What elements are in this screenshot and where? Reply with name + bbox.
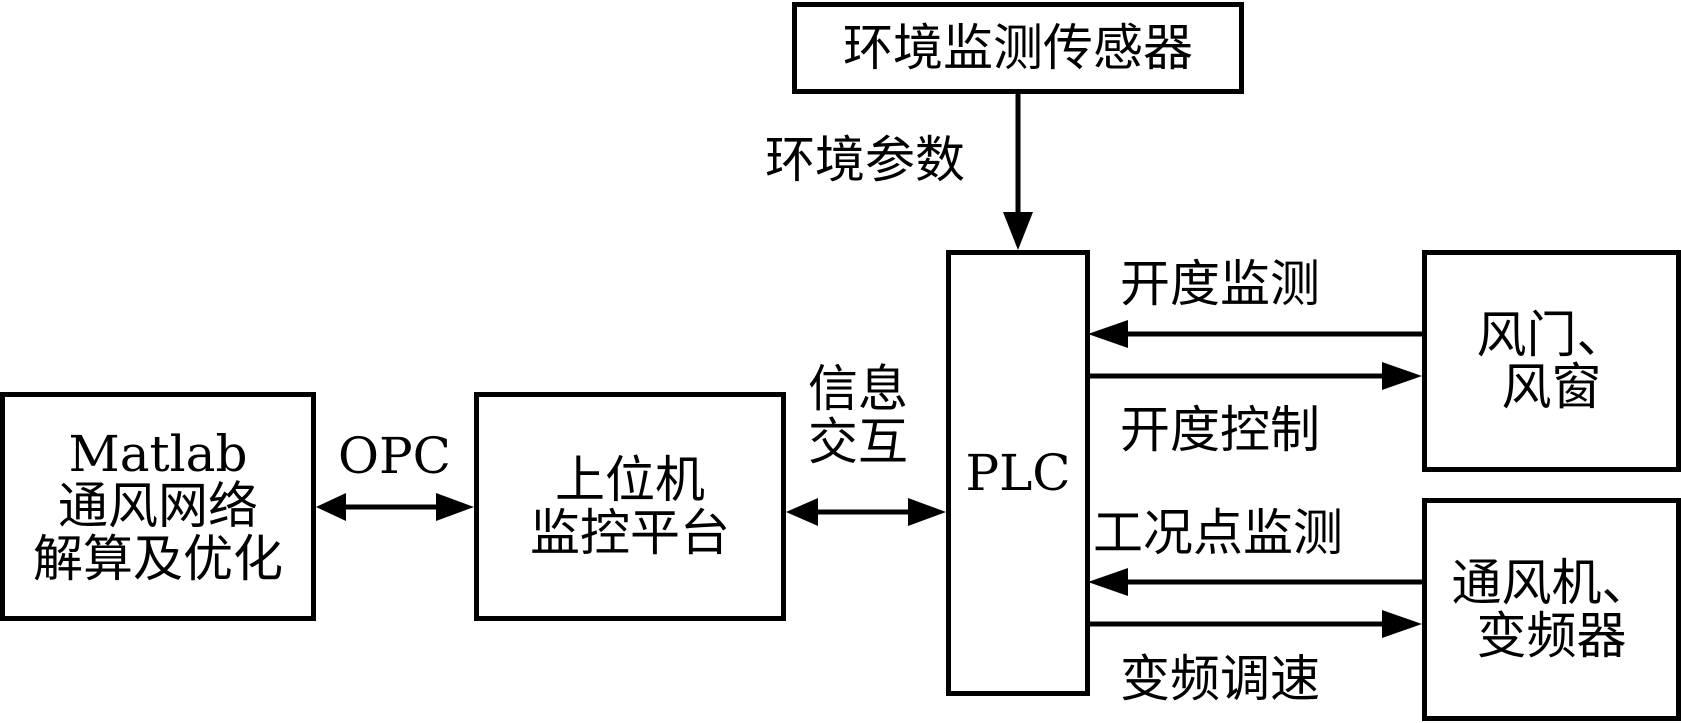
env-params-label: 环境参数: [765, 131, 965, 189]
host-label-line-1: 上位机: [555, 451, 705, 509]
matlab-label-line-3: 解算及优化: [33, 529, 283, 588]
damper-box: 风门、 风窗: [1422, 250, 1681, 472]
matlab-label-line-1: Matlab: [68, 424, 248, 483]
fan-box: 通风机、 变频器: [1422, 498, 1681, 721]
operating-monitor-label: 工况点监测: [1093, 504, 1343, 562]
info-exchange-line-1: 信息: [808, 360, 908, 418]
matlab-box: Matlab 通风网络 解算及优化: [0, 392, 316, 621]
fan-label-line-2: 变频器: [1476, 606, 1627, 665]
fan-label-line-1: 通风机、: [1451, 554, 1652, 612]
opening-monitor-label: 开度监测: [1120, 255, 1320, 313]
opc-label: OPC: [338, 427, 451, 485]
arrowhead-freq-speed: [1382, 610, 1422, 638]
arrowhead-opening-monitor: [1088, 320, 1128, 348]
sensor-label: 环境监测传感器: [843, 18, 1193, 77]
freq-speed-label: 变频调速: [1120, 650, 1320, 708]
matlab-label-line-2: 通风网络: [58, 477, 258, 536]
arrowhead-opc-left: [316, 493, 346, 521]
arrowhead-operating-monitor: [1088, 568, 1128, 596]
host-box: 上位机 监控平台: [474, 392, 786, 621]
host-label-line-2: 监控平台: [530, 503, 730, 562]
plc-label: PLC: [965, 443, 1071, 502]
arrowhead-opening-control: [1382, 362, 1422, 390]
info-exchange-line-2: 交互: [808, 412, 908, 471]
sensor-box: 环境监测传感器: [792, 2, 1244, 94]
arrowhead-sensor-to-plc: [1003, 212, 1033, 250]
plc-box: PLC: [946, 250, 1090, 696]
damper-label-line-2: 风窗: [1501, 358, 1602, 416]
arrowhead-info-left: [786, 498, 818, 526]
arrowhead-info-right: [908, 498, 946, 526]
info-exchange-label: 信息 交互: [808, 363, 908, 468]
damper-label-line-1: 风门、: [1476, 305, 1627, 364]
opening-control-label: 开度控制: [1120, 401, 1320, 459]
arrowhead-opc-right: [436, 493, 474, 521]
